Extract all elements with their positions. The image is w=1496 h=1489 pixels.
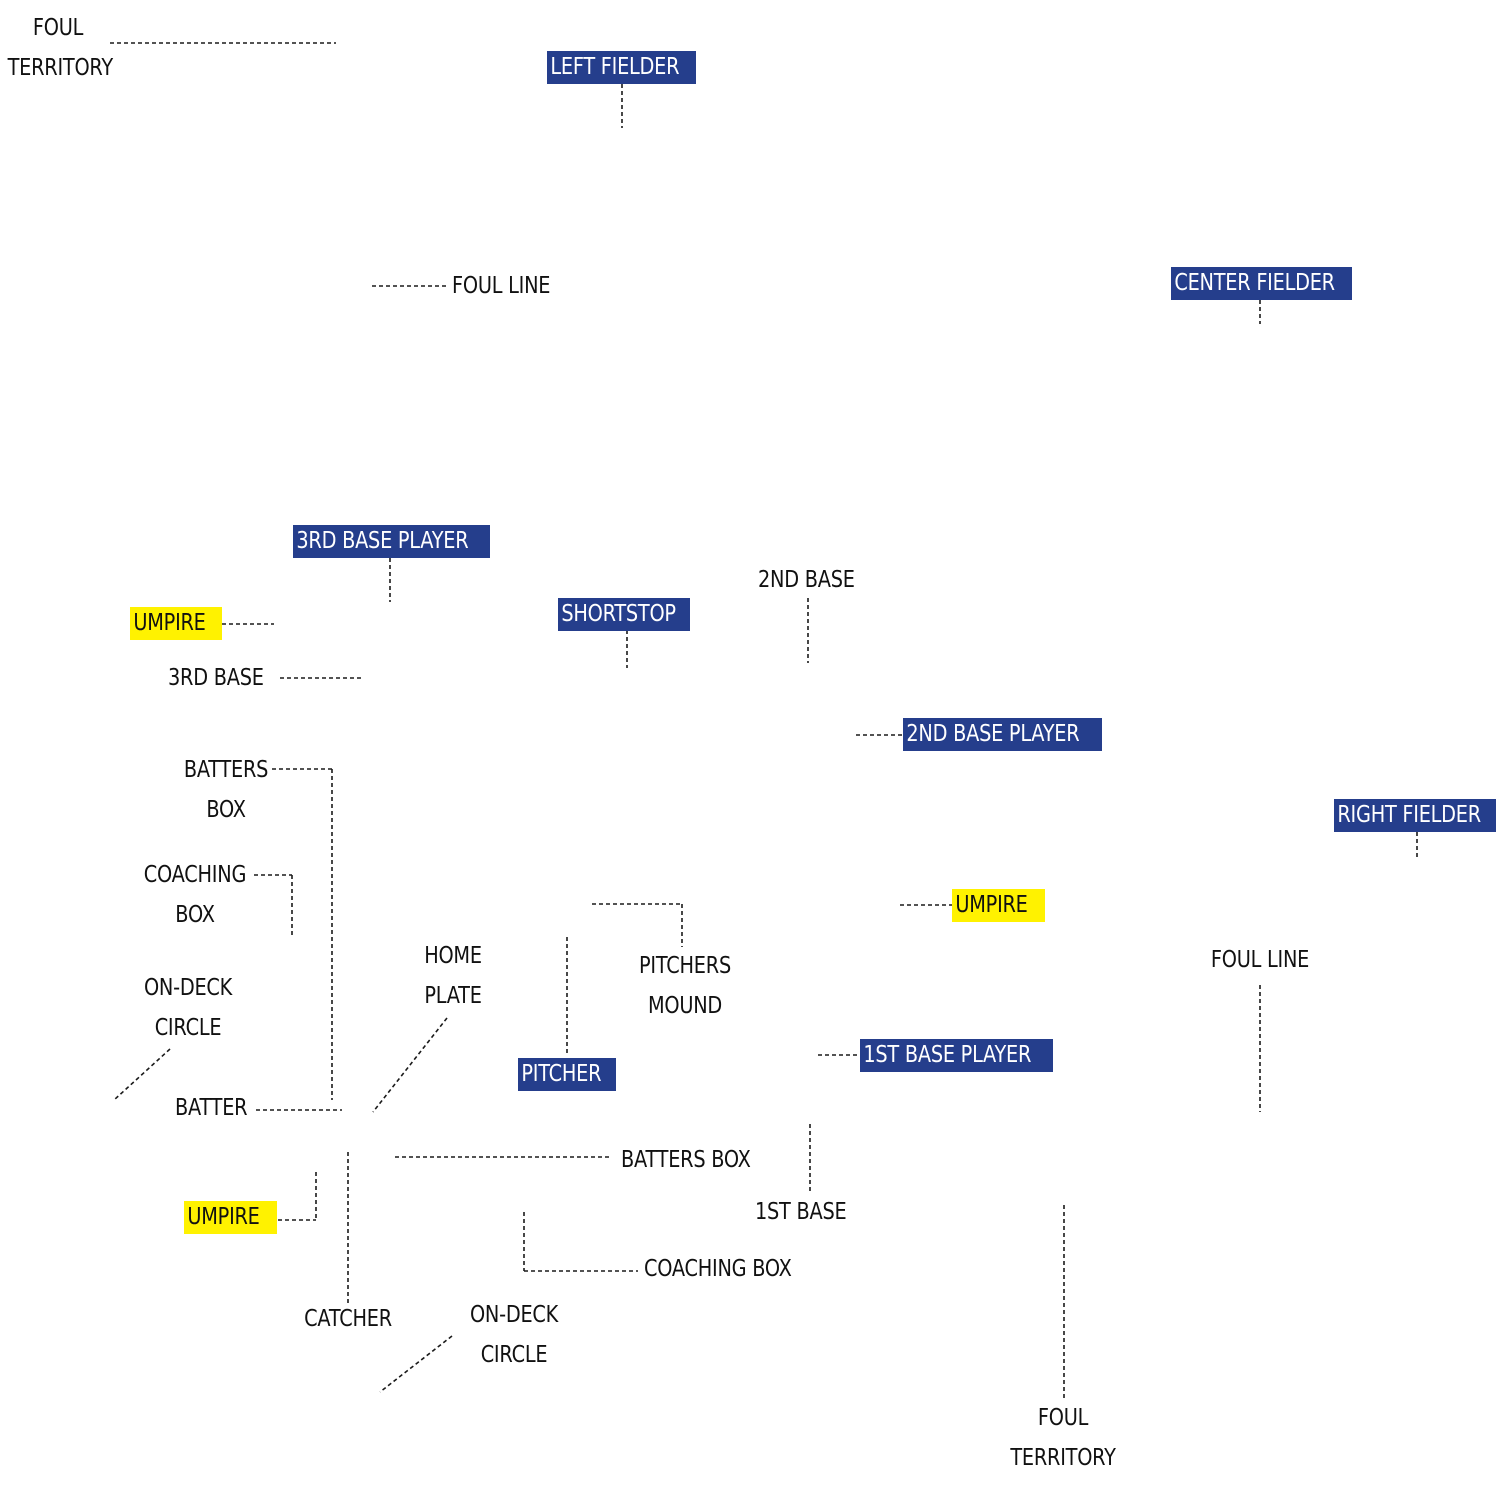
label-2nd-base: 2ND BASE [758,567,855,593]
label-foul-line-left: FOUL LINE [452,273,551,299]
player-3rd-base-player: 3RD BASE PLAYER [293,525,490,558]
label-foul-territory-left: FOUL TERRITORY [7,15,114,81]
player-pitcher: PITCHER [518,1058,616,1091]
umpire-home-plate: UMPIRE [184,1201,277,1234]
player-shortstop: SHORTSTOP [558,598,690,631]
player-1st-base-player: 1ST BASE PLAYER [860,1039,1053,1072]
player-right-fielder: RIGHT FIELDER [1334,799,1496,832]
label-home-plate: HOME PLATE [424,943,482,1009]
label-catcher: CATCHER [304,1306,392,1332]
player-center-fielder: CENTER FIELDER [1171,267,1352,300]
leader-home-plate [372,1017,448,1113]
umpire-1st-base: UMPIRE [952,889,1045,922]
label-batters-box-bottom: BATTERS BOX [621,1147,751,1173]
label-foul-line-right: FOUL LINE [1210,947,1310,973]
label-foul-territory-right: FOUL TERRITORY [1010,1405,1116,1471]
player-2nd-base-player: 2ND BASE PLAYER [903,718,1102,751]
player-left-fielder: LEFT FIELDER [547,51,696,84]
label-on-deck-circle-bottom: ON-DECK CIRCLE [469,1302,559,1368]
label-1st-base: 1ST BASE [755,1199,847,1225]
umpire-3rd-base: UMPIRE [130,607,222,640]
leader-on-deck-bottom [379,1335,453,1393]
label-coaching-box-bottom: COACHING BOX [644,1256,792,1282]
label-batters-box-left: BATTERS BOX [183,757,269,823]
label-coaching-box-left: COACHING BOX [143,862,247,928]
label-3rd-base: 3RD BASE [168,665,264,691]
label-batter: BATTER [175,1095,248,1121]
label-pitchers-mound: PITCHERS MOUND [639,953,731,1019]
leader-on-deck-left [113,1048,171,1101]
label-on-deck-circle-left: ON-DECK CIRCLE [143,975,233,1041]
